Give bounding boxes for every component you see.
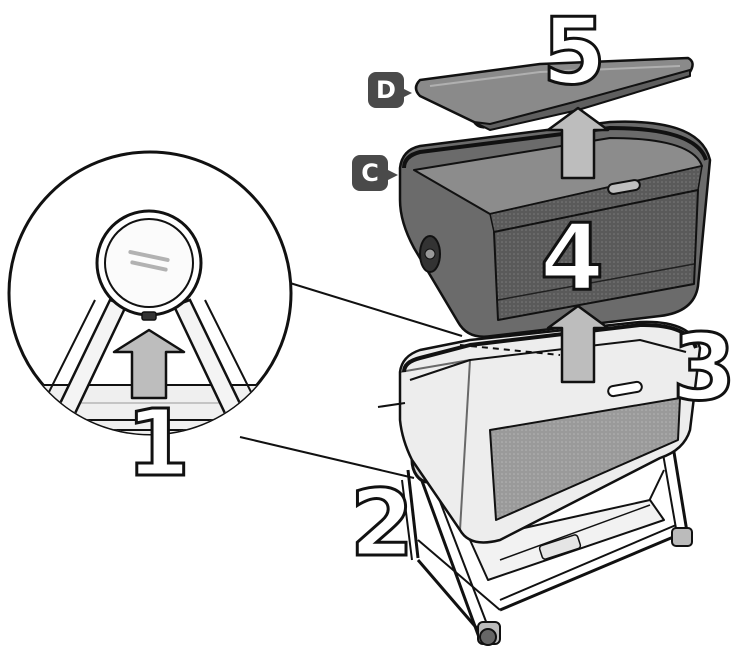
brand-logo: [128, 250, 170, 272]
step-number-3: 3: [670, 314, 736, 421]
part-label-c: C: [352, 155, 388, 191]
hub-disc: [95, 209, 203, 321]
step-number-4: 4: [538, 204, 605, 311]
arrow-insert-up: [546, 304, 610, 384]
step-number-5: 5: [540, 0, 607, 105]
step-number-2: 2: [348, 470, 415, 577]
part-label-d: D: [368, 72, 404, 108]
step-number-1: 1: [124, 390, 191, 497]
callout-lines: [239, 282, 463, 479]
mattress-d: [414, 56, 694, 131]
bassinet-insert-c: [398, 120, 712, 338]
arrow-mattress-up: [546, 106, 610, 180]
bassinet-frame: [377, 320, 702, 646]
push-arrow: [112, 328, 186, 400]
